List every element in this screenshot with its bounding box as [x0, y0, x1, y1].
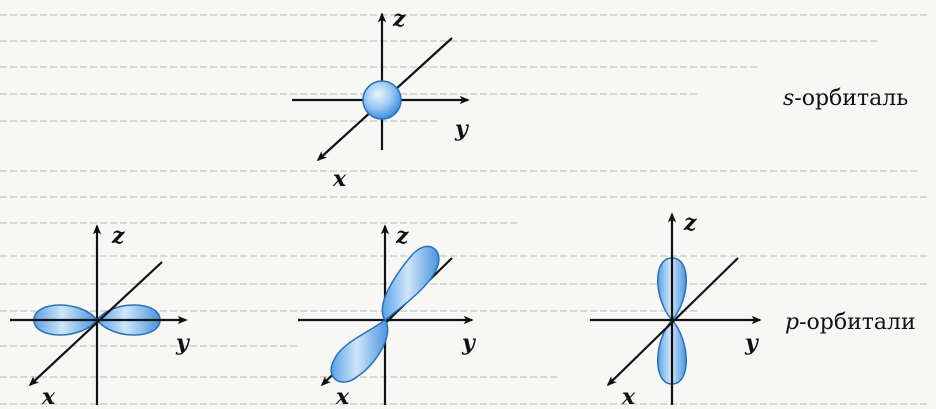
p-orbital-letter: p — [785, 310, 799, 335]
pz-orbital-figure: z y x — [590, 210, 760, 409]
pz-y-label: y — [744, 330, 760, 356]
px-x-label: x — [335, 384, 350, 409]
p-orbital-caption: p-орбитали — [785, 310, 916, 335]
s-orbital-caption: s-орбиталь — [783, 86, 908, 111]
s-orbital-letter: s — [783, 86, 794, 111]
p-orbital-word: -орбитали — [799, 310, 916, 335]
pz-z-label: z — [683, 210, 697, 236]
py-z-label: z — [111, 223, 125, 249]
s-orbital-figure: z y x — [292, 6, 470, 192]
px-z-label: z — [395, 223, 409, 249]
s-x-label: x — [332, 166, 347, 192]
s-orbital-sphere — [363, 81, 401, 119]
px-y-label: y — [461, 330, 477, 356]
pz-x-label: x — [621, 384, 636, 409]
s-y-label: y — [454, 116, 470, 142]
py-y-label: y — [175, 330, 191, 356]
px-lobe-upper — [382, 246, 439, 320]
px-orbital-figure: z y x — [298, 223, 477, 409]
s-orbital-word: -орбиталь — [794, 86, 908, 111]
s-z-label: z — [392, 6, 406, 32]
py-orbital-figure: z y x — [10, 223, 191, 409]
py-x-label: x — [41, 384, 56, 409]
px-lobe-lower — [331, 320, 388, 382]
